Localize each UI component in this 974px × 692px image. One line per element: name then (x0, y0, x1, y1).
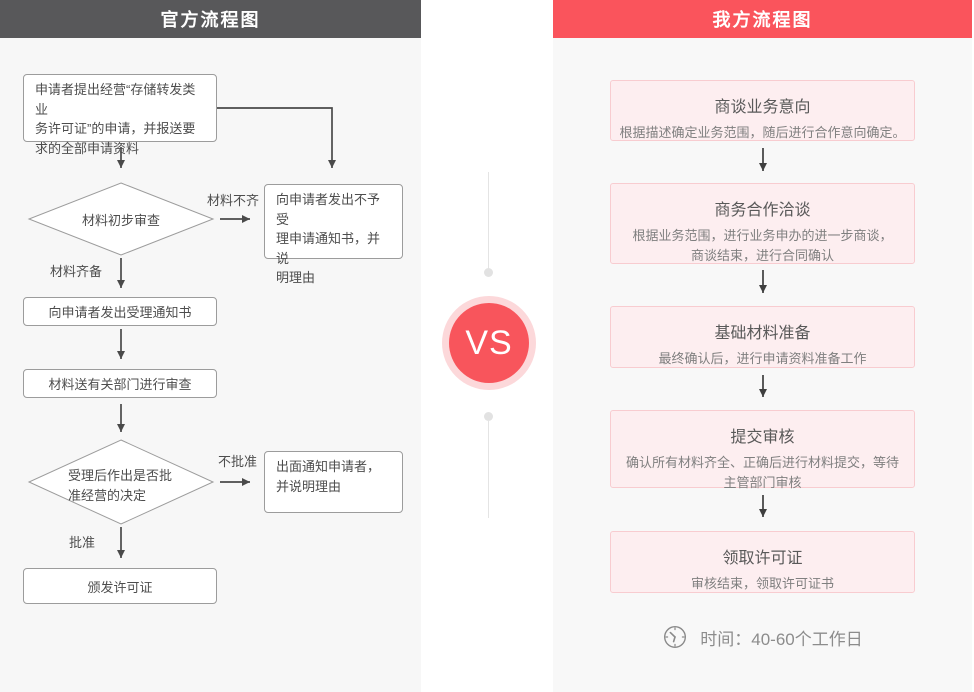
step-material-preparation: 基础材料准备 最终确认后，进行申请资料准备工作 (610, 306, 915, 368)
step-desc: 最终确认后，进行申请资料准备工作 (658, 351, 867, 366)
branch-label-approved: 批准 (69, 535, 96, 550)
step-desc: 根据描述确定业务范围，随后进行合作意向确定。 (619, 125, 906, 140)
step-title: 商务合作洽谈 (714, 202, 811, 219)
time-note: 时间：40-60个工作日 (700, 629, 863, 649)
vs-badge-ring: VS (442, 296, 536, 390)
node-reject-notice: 向申请者发出不予受 理申请通知书，并说 明理由 (264, 184, 403, 285)
divider-line-top (488, 172, 489, 271)
node-approval-decision: 受理后作出是否批 准经营的决定 (68, 468, 173, 504)
node-accept-notice: 向申请者发出受理通知书 (23, 297, 217, 326)
step-title: 基础材料准备 (714, 325, 811, 342)
step-get-license: 领取许可证 审核结束，领取许可证书 (610, 531, 915, 593)
node-initial-review: 材料初步审查 (81, 213, 160, 228)
step-title: 领取许可证 (722, 550, 803, 567)
divider-dot-top (484, 268, 493, 277)
our-flow-title: 我方流程图 (553, 0, 972, 38)
divider-dot-bottom (484, 412, 493, 421)
step-desc: 确认所有材料齐全、正确后进行材料提交，等待 主管部门审核 (625, 455, 899, 491)
node-issue-license: 颁发许可证 (23, 568, 217, 604)
node-notify-applicant: 出面通知申请者， 并说明理由 (264, 451, 403, 513)
step-submit-review: 提交审核 确认所有材料齐全、正确后进行材料提交，等待 主管部门审核 (610, 410, 915, 490)
official-flow-panel: 官方流程图 申请者提出经营“存储转发类业 务许可证”的申请，并报送要 求的全部申… (0, 0, 421, 692)
our-flow-panel: 我方流程图 商谈业务意向 根据描述确定业务范围，随后进行合作意向确定。 商务合作… (553, 0, 972, 692)
step-title: 提交审核 (730, 429, 795, 446)
step-desc: 审核结束，领取许可证书 (690, 576, 834, 591)
node-apply-request: 申请者提出经营“存储转发类业 务许可证”的申请，并报送要 求的全部申请资料 (23, 74, 217, 156)
official-flow-title: 官方流程图 (0, 0, 421, 38)
node-department-review: 材料送有关部门进行审查 (23, 369, 217, 398)
branch-label-incomplete: 材料不齐 (207, 193, 260, 208)
clock-icon (664, 625, 687, 649)
divider-line-bottom (488, 421, 489, 518)
step-business-intent: 商谈业务意向 根据描述确定业务范围，随后进行合作意向确定。 (610, 80, 915, 141)
branch-label-complete: 材料齐备 (50, 264, 103, 279)
vs-badge: VS (449, 303, 529, 383)
step-business-negotiation: 商务合作洽谈 根据业务范围，进行业务申办的进一步商谈， 商谈结束，进行合同确认 (610, 183, 915, 264)
step-desc: 根据业务范围，进行业务申办的进一步商谈， 商谈结束，进行合同确认 (632, 228, 893, 264)
time-note-row: 时间：40-60个工作日 (553, 624, 972, 650)
step-title: 商谈业务意向 (714, 99, 811, 116)
branch-label-not-approved: 不批准 (218, 454, 258, 469)
